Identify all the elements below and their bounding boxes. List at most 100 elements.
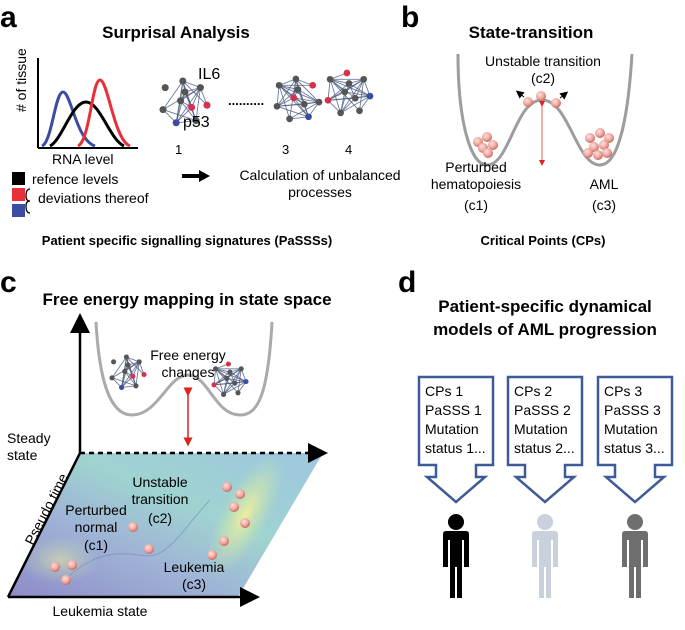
patient-box-line: CPs 1 bbox=[425, 383, 463, 399]
network-node bbox=[109, 375, 115, 381]
legend-brace bbox=[25, 188, 31, 214]
panel-a: a Surprisal Analysis # of tissue RNA lev… bbox=[0, 1, 401, 248]
network-4 bbox=[324, 69, 374, 117]
c-perturbed-c1: (c1) bbox=[84, 537, 108, 553]
network-node bbox=[235, 390, 241, 396]
network-node bbox=[309, 81, 317, 89]
person-icon bbox=[532, 514, 558, 598]
cells-on-surface bbox=[50, 482, 250, 585]
free-energy-label-line2: changes bbox=[162, 364, 215, 380]
panel-c: c Free energy mapping in state space Fre… bbox=[0, 266, 332, 619]
network-node bbox=[243, 379, 249, 385]
network-node bbox=[203, 101, 211, 109]
network-node bbox=[232, 380, 238, 386]
patient-box-line: status 2... bbox=[514, 440, 575, 456]
network-node bbox=[227, 369, 233, 375]
plot-x-label: RNA level bbox=[52, 151, 113, 167]
panel-d-title-line2: models of AML progression bbox=[433, 320, 657, 339]
network-node bbox=[326, 75, 334, 83]
plot-y-label: # of tissue bbox=[13, 48, 29, 112]
panel-d-title-line1: Patient-specific dynamical bbox=[438, 297, 652, 316]
c-unstable-c2: (c2) bbox=[148, 510, 172, 526]
c-unstable-line1: Unstable bbox=[132, 474, 187, 490]
network-number-4: 4 bbox=[345, 142, 352, 157]
panel-b-title: State-transition bbox=[469, 23, 594, 42]
normal-basin-glow bbox=[20, 536, 100, 584]
callout-arrow-box bbox=[417, 375, 495, 504]
calc-arrow bbox=[182, 170, 210, 182]
network-node bbox=[133, 383, 139, 389]
patient-box-line: PaSSS 2 bbox=[514, 402, 571, 418]
panel-b-letter: b bbox=[401, 1, 419, 34]
free-energy-curve bbox=[94, 321, 274, 417]
network-perturbed bbox=[109, 354, 147, 390]
network-node bbox=[366, 92, 374, 100]
legend-reference-label: refence levels bbox=[32, 171, 118, 187]
patient-box-line: CPs 3 bbox=[604, 383, 642, 399]
network-node bbox=[225, 361, 231, 367]
steady-state-label-line2: state bbox=[7, 447, 38, 463]
patient-model-1: CPs 1 PaSSS 1 Mutation status 1... bbox=[417, 375, 495, 598]
network-node bbox=[130, 373, 136, 379]
down-regulated-curve bbox=[40, 90, 96, 148]
network-node bbox=[275, 81, 283, 89]
panel-c-title: Free energy mapping in state space bbox=[42, 290, 331, 309]
patient-box-line: CPs 2 bbox=[514, 383, 552, 399]
unstable-transition-label: Unstable transition bbox=[485, 53, 601, 69]
person-icon bbox=[443, 514, 469, 598]
network-node bbox=[305, 113, 312, 121]
perturbed-label-line2: hematopoiesis bbox=[431, 176, 521, 192]
network-node bbox=[111, 359, 117, 365]
steady-state-label-line1: Steady bbox=[7, 430, 51, 446]
network-node bbox=[179, 77, 187, 85]
callout-arrow-box bbox=[506, 375, 584, 504]
leukemia-state-label: Leukemia state bbox=[53, 603, 148, 619]
panel-a-title: Surprisal Analysis bbox=[102, 23, 250, 42]
network-node bbox=[345, 80, 353, 87]
panel-b: b State-transition Unstable transition (… bbox=[401, 1, 634, 248]
c-perturbed-line2: normal bbox=[75, 519, 118, 535]
network-node bbox=[177, 97, 185, 105]
network-node bbox=[273, 102, 281, 110]
panel-d-letter: d bbox=[398, 266, 416, 299]
patient-box-line: status 1... bbox=[425, 440, 486, 456]
legend-swatch-down bbox=[12, 204, 25, 217]
network-node bbox=[337, 109, 344, 117]
network-node bbox=[290, 94, 298, 102]
person-icon bbox=[622, 514, 648, 598]
patient-box-line: Mutation bbox=[425, 421, 479, 437]
network-node bbox=[119, 384, 125, 390]
distribution-plot: # of tissue RNA level bbox=[13, 48, 138, 167]
calc-label-line2: processes bbox=[288, 184, 352, 200]
network-node bbox=[136, 359, 142, 365]
network-node bbox=[341, 88, 349, 96]
c-unstable-line2: transition bbox=[132, 491, 189, 507]
gene-label-p53: p53 bbox=[183, 114, 210, 131]
network-3 bbox=[273, 75, 323, 123]
panel-d: d Patient-specific dynamical models of A… bbox=[398, 266, 674, 598]
network-node bbox=[343, 69, 351, 77]
network-node bbox=[211, 382, 217, 388]
network-node bbox=[294, 86, 302, 93]
cell-cluster-c2 bbox=[515, 90, 569, 108]
c-perturbed-line1: Perturbed bbox=[65, 502, 126, 518]
patient-box-line: PaSSS 3 bbox=[604, 402, 661, 418]
network-node bbox=[360, 75, 368, 83]
gene-label-il6: IL6 bbox=[198, 66, 220, 83]
network-node bbox=[192, 117, 200, 125]
free-energy-label-line1: Free energy bbox=[150, 347, 225, 363]
aml-label-c3: (c3) bbox=[592, 197, 616, 213]
network-node bbox=[221, 391, 227, 397]
network-node bbox=[122, 368, 128, 374]
perturbed-label-c1: (c1) bbox=[464, 197, 488, 213]
network-node bbox=[196, 84, 204, 92]
network-node bbox=[159, 106, 167, 114]
network-number-1: 1 bbox=[175, 142, 182, 157]
unstable-transition-c2: (c2) bbox=[531, 70, 555, 86]
patient-models: CPs 1 PaSSS 1 Mutation status 1... CPs 2 PaSS… bbox=[417, 375, 674, 598]
network-node bbox=[188, 103, 196, 111]
patient-box-line: PaSSS 1 bbox=[425, 402, 482, 418]
